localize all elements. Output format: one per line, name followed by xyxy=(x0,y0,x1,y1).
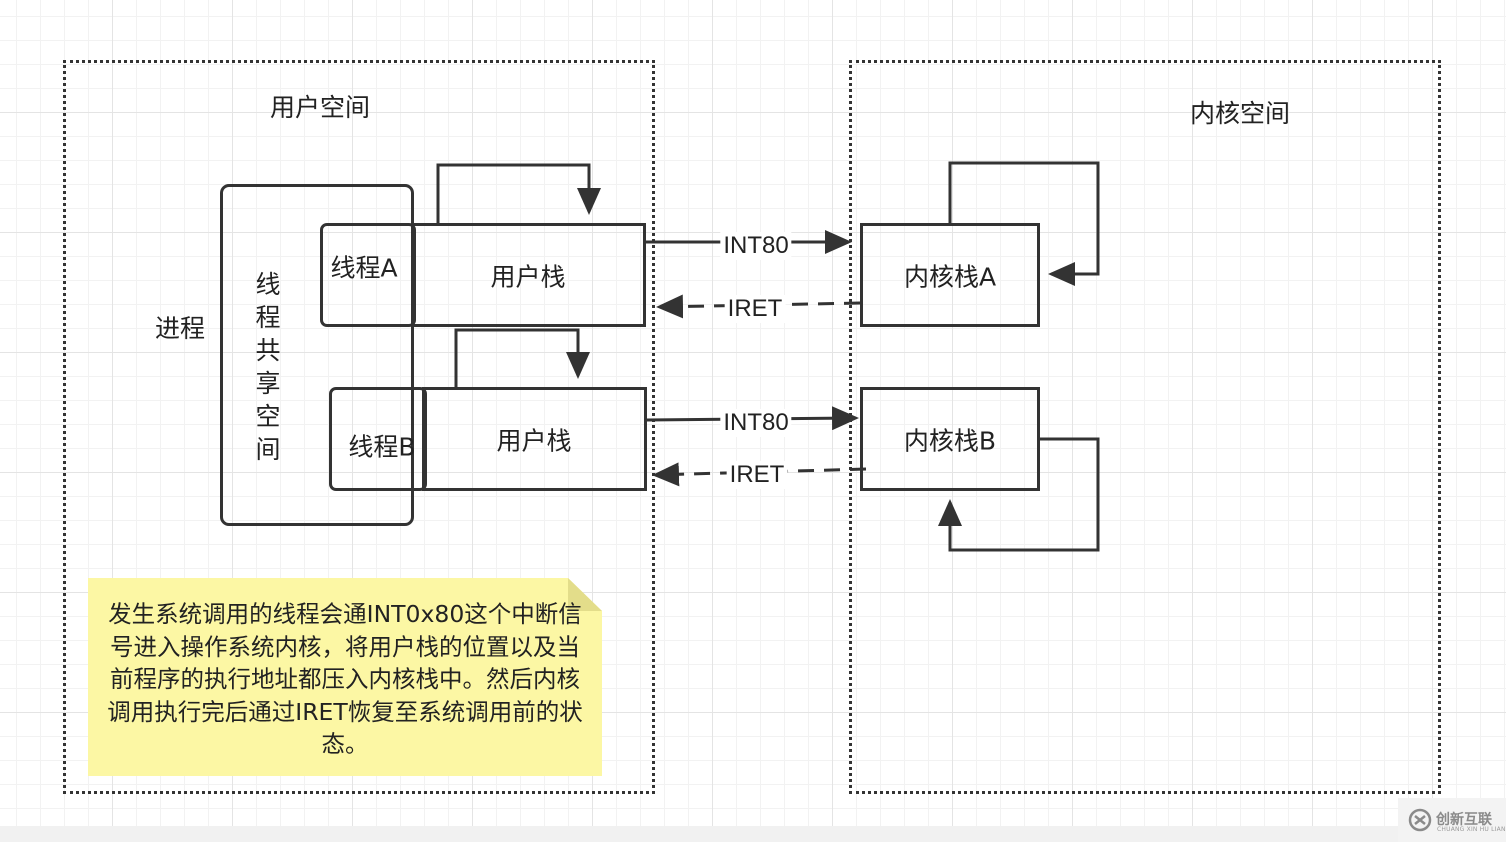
kernel-space-title: 内核空间 xyxy=(1190,99,1291,128)
shared-space-box xyxy=(220,184,414,526)
kernel-stack-b-loop-arrow xyxy=(938,437,1100,552)
process-label: 进程 xyxy=(155,314,206,343)
watermark-text: 创新互联 xyxy=(1436,812,1492,828)
int80-a-label: INT80 xyxy=(720,232,792,260)
thread-a-label: 线程A xyxy=(330,253,398,283)
kernel-stack-b-box xyxy=(860,387,1040,491)
note-fold-corner xyxy=(568,578,602,611)
kernel-stack-a-label: 内核栈A xyxy=(903,262,997,292)
iret-a-arrow xyxy=(656,294,861,319)
thread-b-label: 线程B xyxy=(348,432,416,462)
watermark-subtext: CHUANG XIN HU LIAN xyxy=(1437,826,1506,833)
user-stack-b-box xyxy=(422,387,647,491)
kernel-stack-a-loop-arrow xyxy=(948,161,1100,286)
user-stack-a-loop-arrow xyxy=(436,163,601,223)
note-body xyxy=(88,578,602,776)
bottom-strip xyxy=(0,826,1398,842)
watermark-bg xyxy=(1398,798,1506,842)
user-stack-b-loop-arrow xyxy=(454,328,590,387)
shared-space-label: 线程共享空间 xyxy=(255,270,281,464)
user-stack-a-label: 用户栈 xyxy=(490,262,566,292)
thread-a-box xyxy=(320,223,416,327)
iret-b-label: IRET xyxy=(726,461,788,489)
iret-a-label: IRET xyxy=(724,295,786,323)
user-space-region xyxy=(63,60,655,794)
watermark-logo-icon xyxy=(1408,808,1432,832)
kernel-stack-b-label: 内核栈B xyxy=(903,426,997,456)
thread-b-box xyxy=(329,387,427,491)
note-text: 发生系统调用的线程会通INT0x80这个中断信号进入操作系统内核，将用户栈的位置… xyxy=(107,600,583,758)
int80-b-label: INT80 xyxy=(720,409,792,437)
user-stack-a-box xyxy=(411,223,646,327)
kernel-stack-a-box xyxy=(860,223,1040,327)
user-space-title: 用户空间 xyxy=(270,93,371,122)
user-stack-b-label: 用户栈 xyxy=(496,426,572,456)
note-shape xyxy=(88,578,602,776)
